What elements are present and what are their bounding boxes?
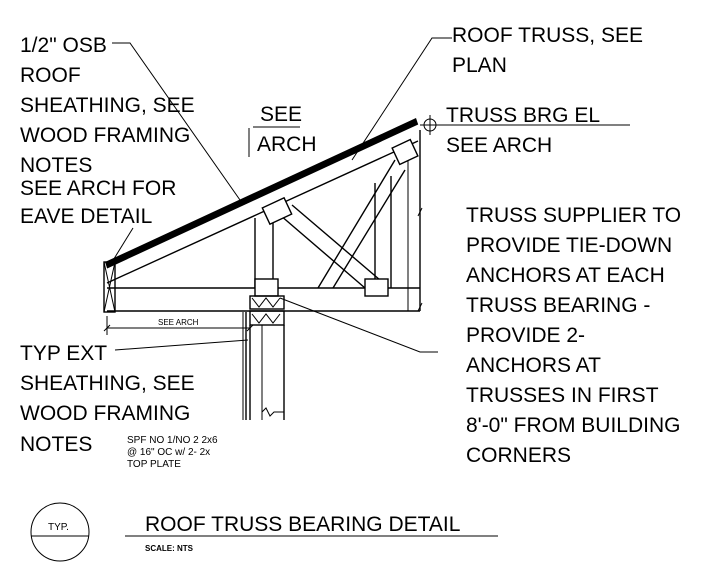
svg-text:TRUSS BEARING -: TRUSS BEARING - [466,294,650,317]
svg-text:SHEATHING, SEE: SHEATHING, SEE [20,372,195,395]
svg-text:PROVIDE 2-: PROVIDE 2- [466,324,585,347]
svg-text:ANCHORS AT EACH: ANCHORS AT EACH [466,264,665,287]
osb-note: 1/2" OSB ROOF SHEATHING, SEE WOOD FRAMIN… [20,34,195,177]
svg-text:ANCHORS AT: ANCHORS AT [466,354,601,377]
wall-sheathing [242,312,247,420]
svg-text:SHEATHING, SEE: SHEATHING, SEE [20,94,195,117]
leader-lines [111,37,452,353]
title-block: TYP. ROOF TRUSS BEARING DETAIL SCALE: NT… [30,502,498,562]
detail-title: ROOF TRUSS BEARING DETAIL [145,513,460,536]
svg-text:TRUSS SUPPLIER TO: TRUSS SUPPLIER TO [466,204,681,227]
svg-text:SEE ARCH FOR: SEE ARCH FOR [20,177,176,200]
top-chord [106,140,419,284]
svg-text:WOOD FRAMING: WOOD FRAMING [20,402,190,425]
bearing-elevation-marker [417,115,440,312]
detail-scale: SCALE: NTS [145,544,194,553]
svg-text:ROOF: ROOF [20,64,81,87]
svg-text:SPF NO 1/NO 2 2x6: SPF NO 1/NO 2 2x6 [127,435,218,446]
see-arch-bracket [248,126,300,157]
ext-sheathing-note: TYP EXT SHEATHING, SEE WOOD FRAMING NOTE… [20,342,195,456]
truss-supplier-note: TRUSS SUPPLIER TO PROVIDE TIE-DOWN ANCHO… [466,204,681,467]
svg-text:EAVE DETAIL: EAVE DETAIL [20,205,152,228]
svg-text:TRUSS BRG EL: TRUSS BRG EL [446,104,600,127]
svg-text:TRUSSES IN FIRST: TRUSSES IN FIRST [466,384,659,407]
svg-text:CORNERS: CORNERS [466,444,571,467]
detail-tag: TYP. [48,522,69,533]
roof-sheathing [105,118,419,269]
svg-text:SEE: SEE [260,103,302,126]
roof-truss-note: ROOF TRUSS, SEE PLAN [452,24,643,77]
truss-webs [254,159,406,289]
svg-text:TOP PLATE: TOP PLATE [127,459,181,470]
svg-text:SEE ARCH: SEE ARCH [446,134,552,157]
svg-text:@ 16" OC w/ 2- 2x: @ 16" OC w/ 2- 2x [127,447,210,458]
svg-text:WOOD FRAMING: WOOD FRAMING [20,124,190,147]
svg-text:ARCH: ARCH [257,133,317,156]
eave-tail-block [103,261,116,313]
dimension-label: SEE ARCH [158,318,199,327]
svg-text:PLAN: PLAN [452,54,507,77]
svg-text:PROVIDE TIE-DOWN: PROVIDE TIE-DOWN [466,234,672,257]
svg-text:NOTES: NOTES [20,154,92,177]
top-plate-note: SPF NO 1/NO 2 2x6 @ 16" OC w/ 2- 2x TOP … [127,435,218,470]
top-plates [249,295,285,326]
eave-note: SEE ARCH FOR EAVE DETAIL [20,177,176,228]
svg-text:NOTES: NOTES [20,433,92,456]
gusset-plates [254,138,419,297]
wall-stud [249,325,285,420]
bearing-elevation-note: TRUSS BRG EL SEE ARCH [446,104,600,157]
see-arch-note: SEE ARCH [257,103,317,156]
dimension-line [103,316,254,335]
svg-text:1/2" OSB: 1/2" OSB [20,34,107,57]
svg-text:TYP EXT: TYP EXT [20,342,107,365]
svg-text:ROOF TRUSS, SEE: ROOF TRUSS, SEE [452,24,643,47]
svg-text:8'-0" FROM BUILDING: 8'-0" FROM BUILDING [466,414,681,437]
